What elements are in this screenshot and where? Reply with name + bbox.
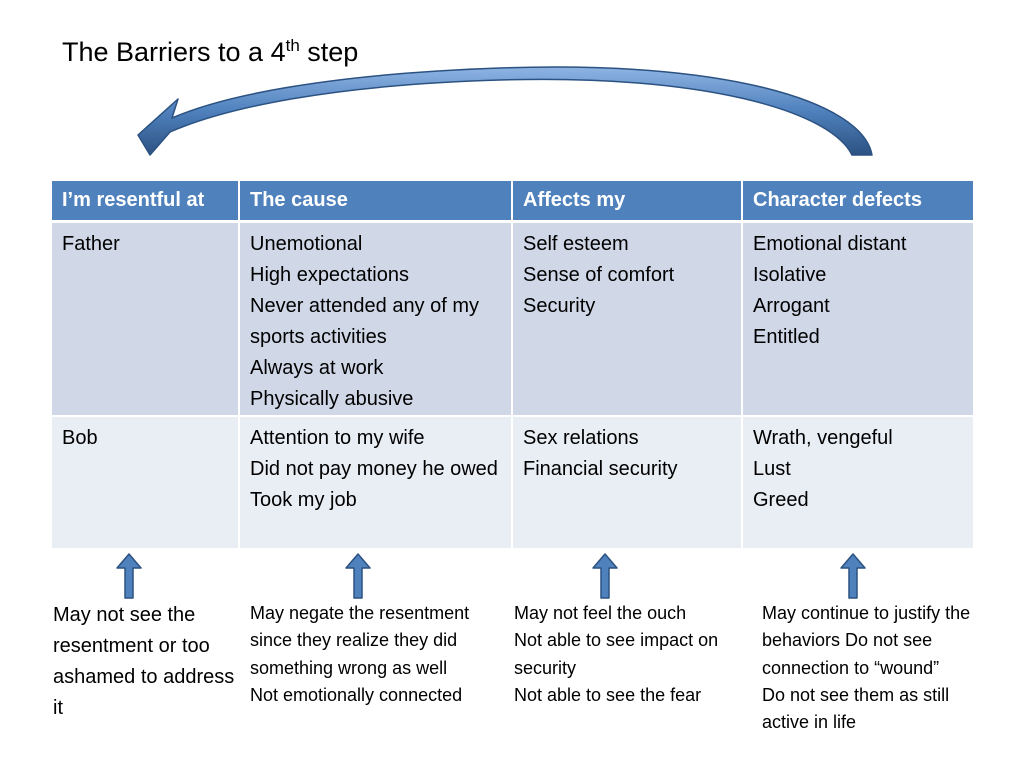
title-end: step [299,37,359,67]
header-character-defects: Character defects [742,181,973,223]
note-affects: May not feel the ouch Not able to see im… [514,600,719,709]
title-main: The Barriers to a 4 [62,37,286,67]
note-line: May not feel the ouch [514,603,687,623]
cell-resentful-at: Father [52,221,240,417]
title-superscript: th [285,36,300,55]
affects-line: Financial security [523,458,678,480]
up-arrow-icon [116,553,142,599]
header-resentful-at: I’m resentful at [52,181,240,223]
affects-line: Self esteem [523,233,629,255]
defect-line: Entitled [753,326,820,348]
cell-affects: Self esteem Sense of comfort Security [512,221,743,417]
curved-return-arrow-icon [137,66,873,156]
note-line: May not see the resentment or too ashame… [53,604,235,719]
cause-line: Always at work [250,357,384,379]
defect-line: Greed [753,489,809,511]
defect-line: Arrogant [753,295,830,317]
note-line: Not able to see impact on security [514,630,719,678]
cause-line: Did not pay money he owed [250,458,498,480]
note-line: Not emotionally connected [250,684,463,705]
note-line: May negate the resentment since they rea… [250,603,470,678]
cell-cause: Unemotional High expectations Never atte… [239,221,513,417]
up-arrow-icon [840,553,866,599]
cell-resentful-at: Bob [52,416,240,550]
cause-line: High expectations [250,264,409,286]
note-cause: May negate the resentment since they rea… [250,600,505,709]
cell-defects: Emotional distant Isolative Arrogant Ent… [742,221,973,417]
up-arrow-icon [345,553,371,599]
affects-line: Sense of comfort [523,264,675,286]
cell-cause: Attention to my wife Did not pay money h… [239,416,513,550]
header-cause: The cause [239,181,513,223]
cell-affects: Sex relations Financial security [512,416,743,550]
affects-line: Sex relations [523,427,639,449]
cell-defects: Wrath, vengeful Lust Greed [742,416,973,550]
table-header-row: I’m resentful at The cause Affects my Ch… [52,181,973,223]
cause-line: Physically abusive [250,388,414,410]
table-row: Father Unemotional High expectations Nev… [52,221,973,417]
note-line: Do not see them as still active in life [762,684,950,733]
header-affects: Affects my [512,181,743,223]
defect-line: Lust [753,458,791,480]
slide-title: The Barriers to a 4th step [62,34,358,70]
note-character-defects: May continue to justify the behaviors Do… [762,600,987,736]
note-line: Not able to see the fear [514,684,702,705]
cause-line: Unemotional [250,233,363,255]
table-row: Bob Attention to my wife Did not pay mon… [52,416,973,550]
resentment-table: I’m resentful at The cause Affects my Ch… [52,181,973,550]
cause-line: Took my job [250,489,357,511]
cause-line: Never attended any of my sports activiti… [250,295,480,348]
affects-line: Security [523,295,596,317]
defect-line: Emotional distant [753,233,907,255]
note-line: May continue to justify the behaviors Do… [762,603,971,678]
defect-line: Isolative [753,264,827,286]
defect-line: Wrath, vengeful [753,427,893,449]
cause-line: Attention to my wife [250,427,425,449]
up-arrow-icon [592,553,618,599]
note-resentful-at: May not see the resentment or too ashame… [53,600,238,724]
